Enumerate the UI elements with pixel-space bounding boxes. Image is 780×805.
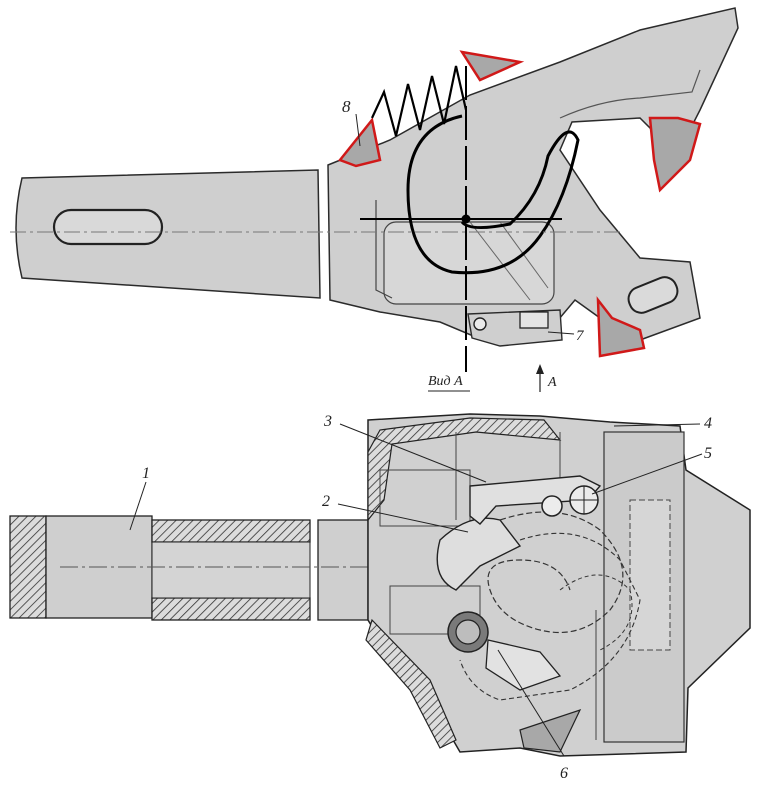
view-label: Вид А [428,374,463,389]
spring [371,65,468,137]
head-wall-hatch-lower [365,618,457,749]
pin-4 [541,495,563,517]
shank-wall-bottom [151,597,311,621]
shank-body [15,169,321,299]
guard-arm-outline [559,69,701,119]
callout-6: 6 [560,765,568,782]
top-view: 8 7 Вид А А [10,7,739,392]
view-arrow-head [536,364,544,374]
view-arrow-label: А [547,375,557,390]
leader-7 [547,331,575,335]
catcher-slot [627,276,679,314]
hidden-lines-mechanism [487,511,624,634]
part-7-block [519,311,549,329]
pivot-point [461,214,471,224]
leader-1 [129,481,147,531]
callout-8: 8 [342,97,351,116]
shank-end-hatch [9,515,47,619]
leader-6 [497,649,565,757]
leader-8 [355,113,361,147]
leader-3 [339,423,487,483]
leader-5 [591,453,703,495]
leader-2 [337,503,469,533]
callout-3: 3 [323,413,332,430]
wear-zone-catcher [596,296,646,358]
shank-section-right [317,519,369,621]
lug-bolt [473,317,487,331]
leader-4 [613,423,701,427]
body-inner-edge [375,200,393,299]
bottom-view: 1 2 3 4 5 6 [9,413,751,782]
callout-5: 5 [704,445,712,462]
wear-zone-guard-tip [459,50,525,82]
hidden-lines-knuckle [459,532,641,701]
head-wall-hatch [367,417,562,522]
lock-part-2 [436,517,522,591]
lock-chamber [383,221,555,305]
hidden-lines-curve [559,574,633,651]
shank-slot [52,208,164,246]
wear-zone-knuckle-nose [648,116,702,193]
callout-7: 7 [576,328,585,344]
rotor-6-cam [485,639,562,691]
lower-tooth [519,708,582,753]
lock-cam-outline [406,114,580,275]
right-inner-block [629,499,671,651]
lock-line-a [469,221,531,301]
inner-cavity-b [389,585,481,635]
callout-4: 4 [704,415,712,432]
shank-wall-top [151,519,311,543]
shank-bore [151,541,311,599]
callout-2: 2 [322,493,330,510]
callout-1: 1 [142,465,150,482]
rotor-6-inner [455,619,481,645]
